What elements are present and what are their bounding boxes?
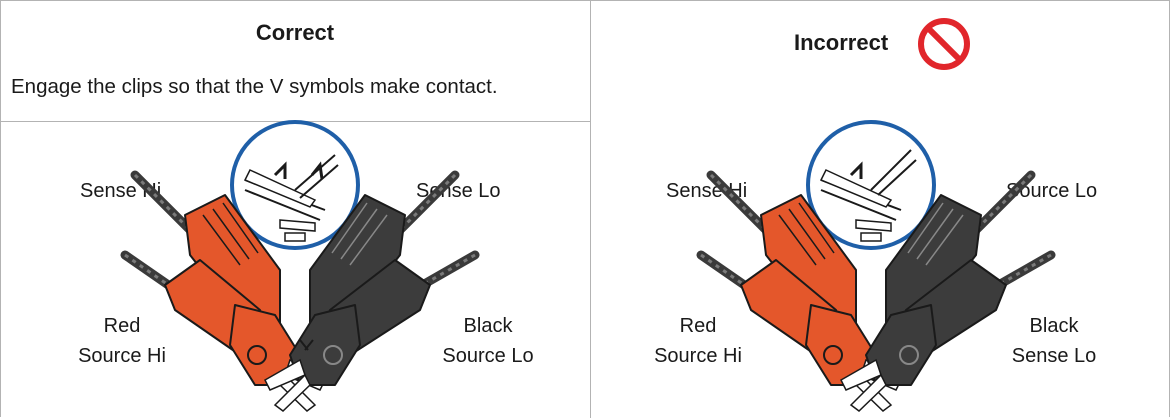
incorrect-heading: Incorrect — [794, 30, 889, 55]
right-label-source-hi: Source Hi — [654, 345, 742, 367]
left-v-symbol-mark — [299, 339, 314, 351]
correct-heading: Correct — [255, 20, 335, 45]
right-magnified-circle — [806, 120, 936, 250]
column-divider — [590, 0, 591, 418]
right-label-top-right: Source Lo — [1006, 180, 1098, 202]
left-label-black: Black — [463, 315, 513, 337]
left-magnified-circle — [230, 120, 360, 250]
left-label-bottom-right: Source Lo — [442, 345, 534, 367]
prohibited-icon — [918, 18, 970, 70]
right-label-red: Red — [679, 315, 717, 337]
instruction-note: Engage the clips so that the V symbols m… — [11, 75, 498, 98]
left-label-red: Red — [103, 315, 141, 337]
right-label-bottom-right: Sense Lo — [1011, 345, 1097, 367]
right-label-black: Black — [1029, 315, 1079, 337]
left-label-source-hi: Source Hi — [78, 345, 166, 367]
